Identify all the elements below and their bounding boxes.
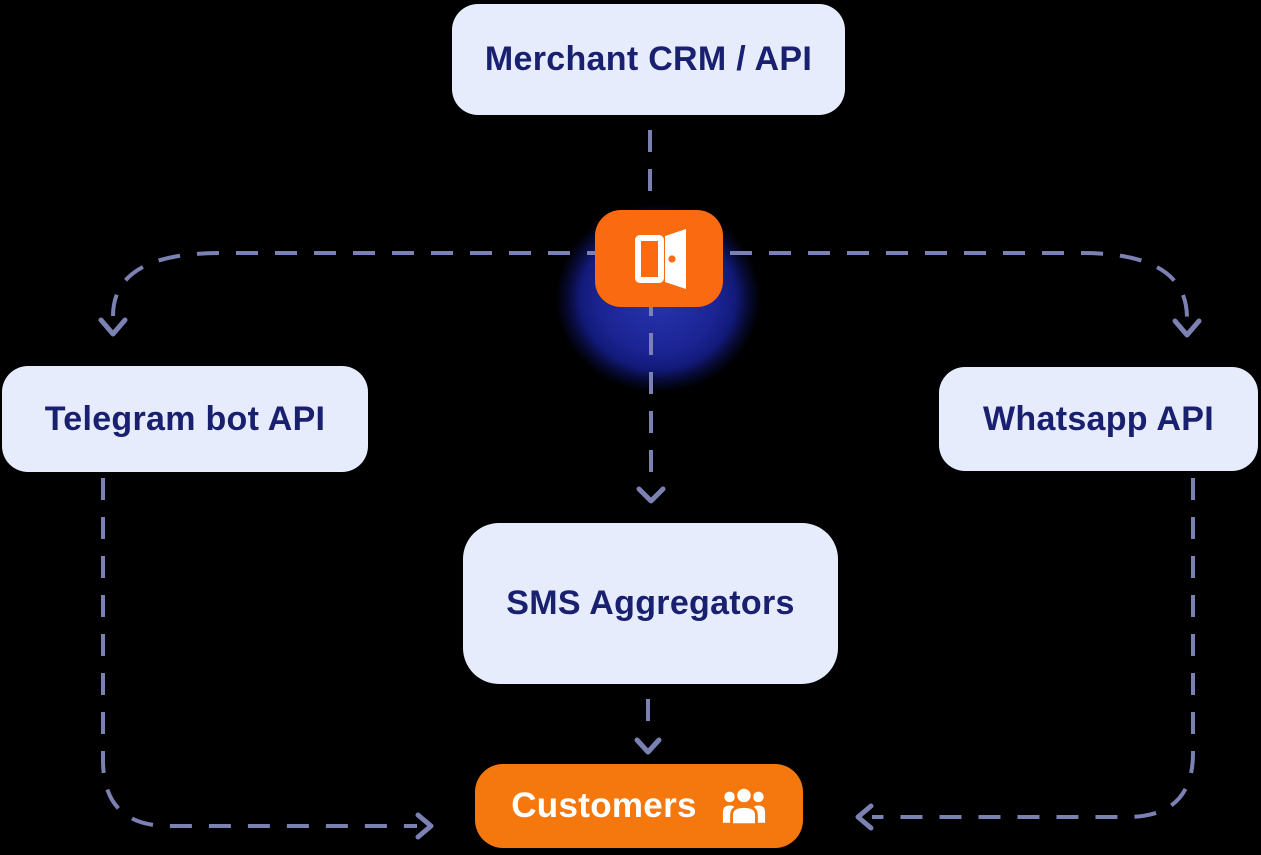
node-gateway xyxy=(595,210,723,307)
edge-gateway-sms xyxy=(636,255,666,504)
edge-whatsapp-customers xyxy=(855,478,1195,831)
edge-telegram-customers xyxy=(101,478,434,840)
node-sms-label: SMS Aggregators xyxy=(506,584,795,622)
node-customers: Customers xyxy=(475,764,803,848)
node-merchant-crm-api: Merchant CRM / API xyxy=(452,4,845,115)
door-open-icon xyxy=(629,228,689,290)
people-icon xyxy=(721,786,767,826)
node-customers-label: Customers xyxy=(511,786,697,825)
node-telegram-label: Telegram bot API xyxy=(44,399,326,438)
node-merchant-label: Merchant CRM / API xyxy=(484,40,813,78)
edge-gateway-telegram xyxy=(98,251,648,337)
edge-gateway-whatsapp xyxy=(652,251,1202,338)
node-sms-aggregators: SMS Aggregators xyxy=(463,523,838,684)
node-telegram-bot-api: Telegram bot API xyxy=(2,366,368,472)
node-whatsapp-label: Whatsapp API xyxy=(983,399,1214,438)
edge-sms-customers xyxy=(634,699,662,755)
node-whatsapp-api: Whatsapp API xyxy=(939,367,1258,471)
